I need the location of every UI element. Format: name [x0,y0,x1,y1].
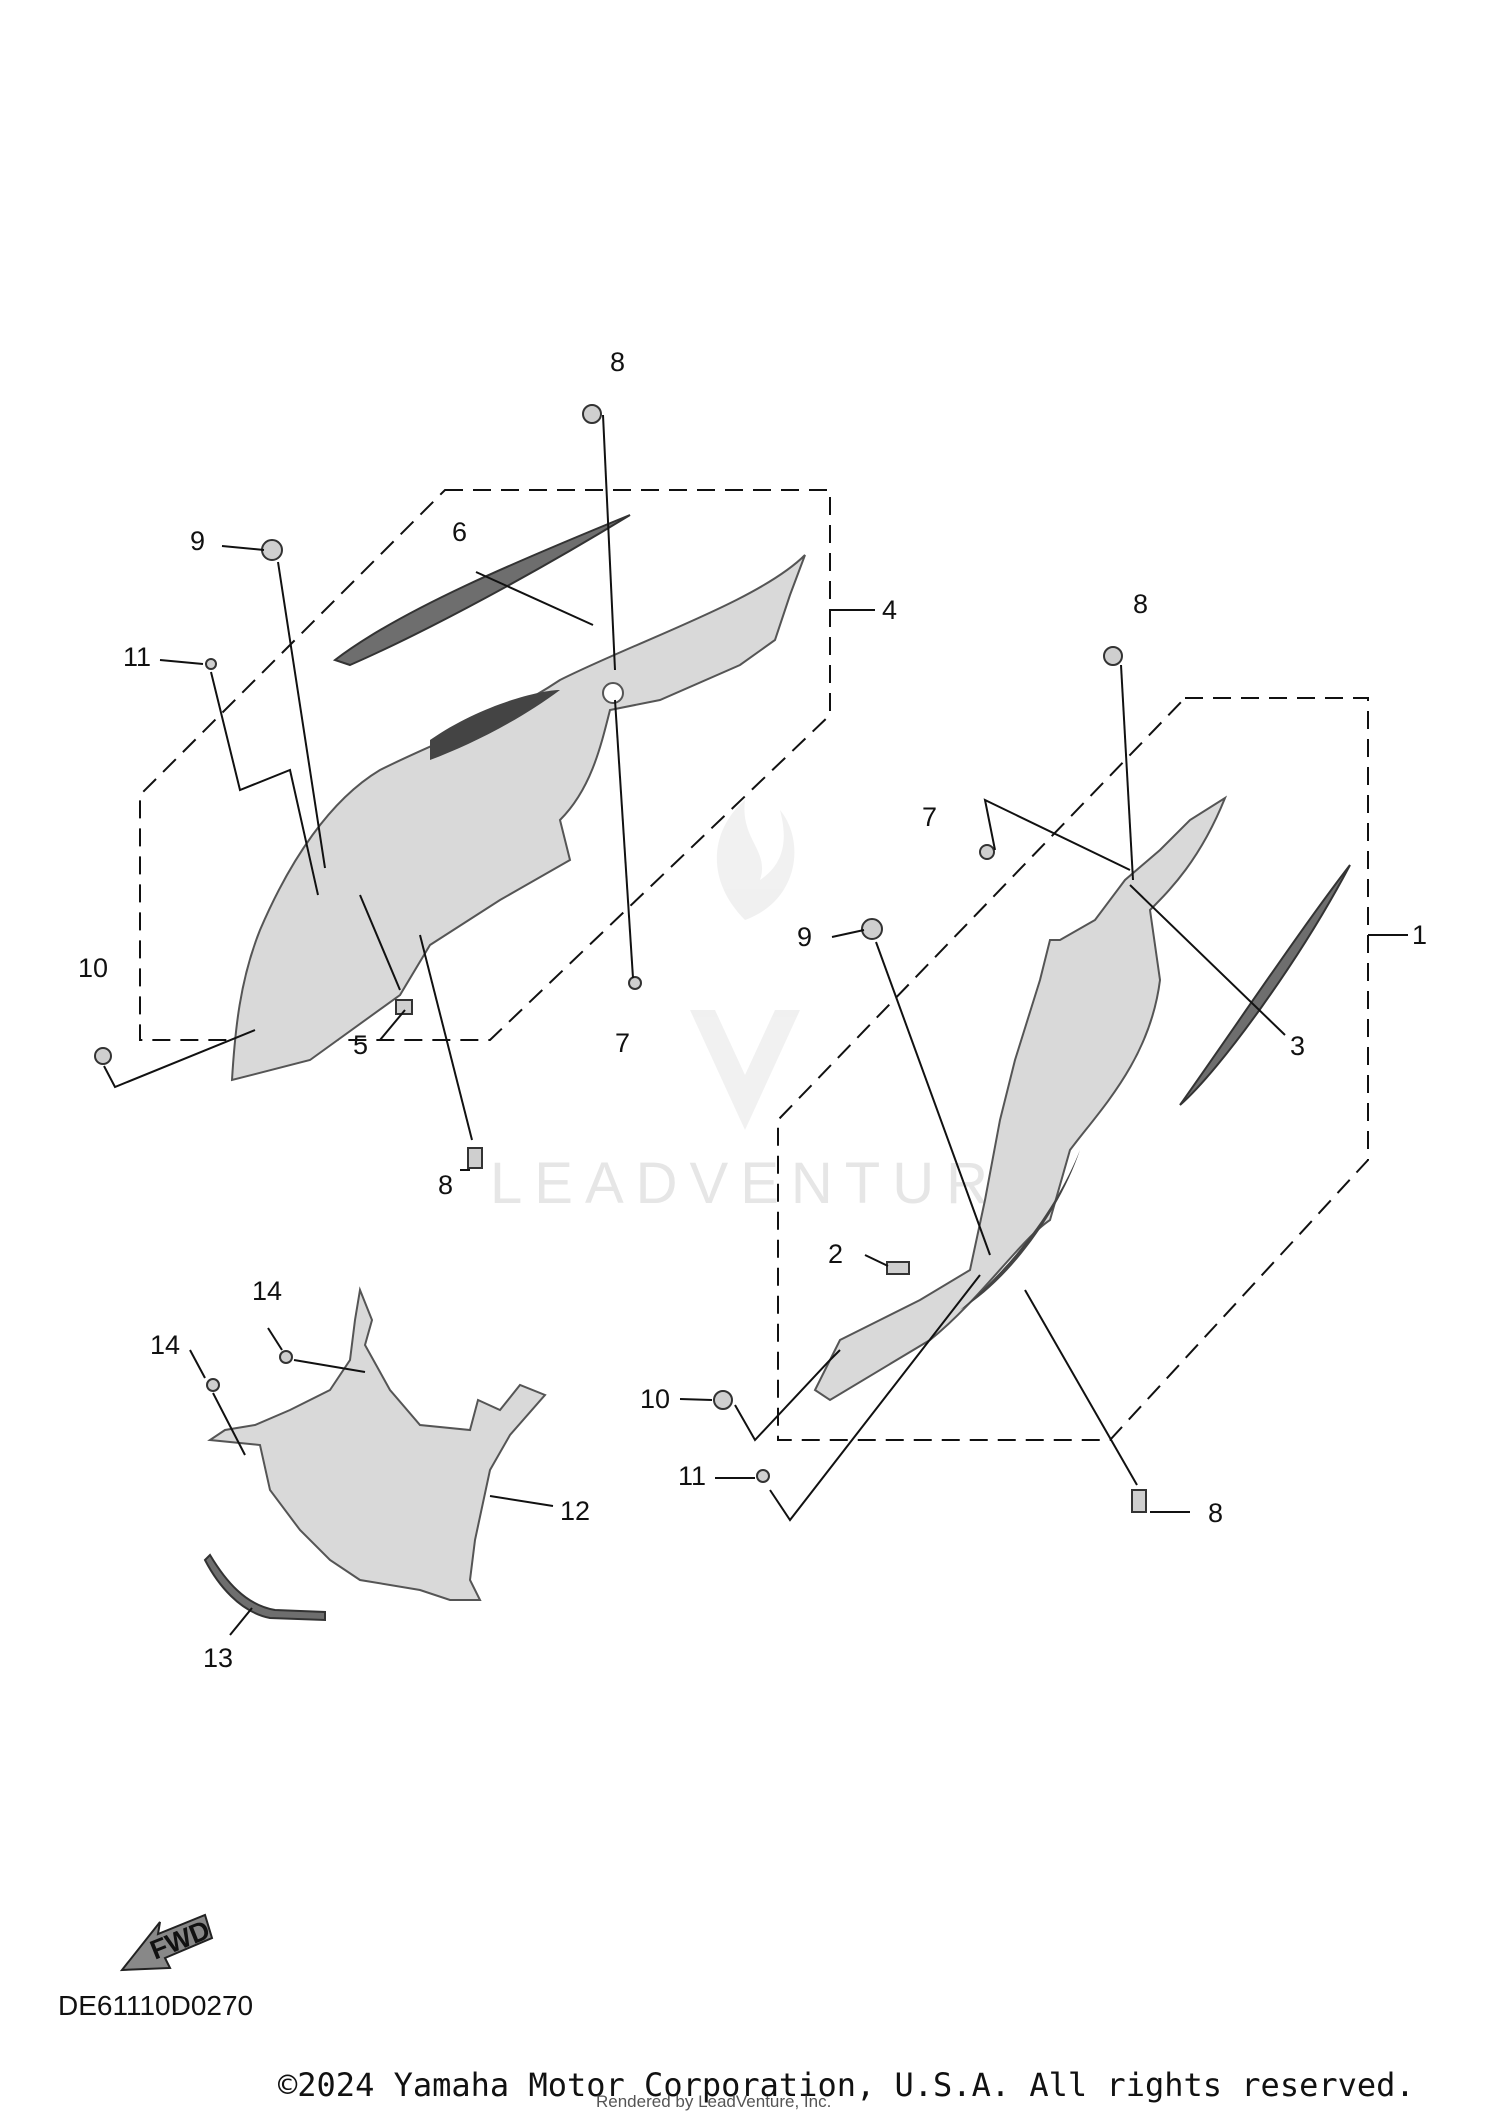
fwd-arrow-icon: FWD [119,1913,214,1972]
callout-10-right: 10 [640,1384,670,1414]
part-4-hole [602,682,624,704]
leadventure-watermark: LEADVENTURE [490,1151,1051,1216]
rivet-11-left [205,658,217,670]
callout-8-bottom-left: 8 [438,1170,453,1200]
callout-4: 4 [882,595,897,625]
fwd-label: FWD [146,1915,214,1966]
screw-14-right [279,1350,293,1364]
assembly-4-boundary [139,489,831,1041]
part-3-strip [1179,864,1351,1106]
callout-11-right: 11 [678,1461,706,1491]
leader-lines-left [103,414,875,1171]
part-4-side-cowling [230,554,806,1082]
callout-7-right: 7 [922,802,937,832]
callout-10-left: 10 [78,953,108,983]
part-6-strip [332,514,631,667]
callout-8-top-left: 8 [610,347,625,377]
callout-8-bottom-right: 8 [1208,1498,1223,1528]
callout-14-left: 14 [150,1330,180,1360]
assembly-1-boundary [777,697,1369,1441]
part-5-clip [395,999,413,1015]
diagram-code: DE61110D0270 [58,1990,254,2021]
screw-8-top-right [1103,646,1123,666]
callout-3: 3 [1290,1031,1305,1061]
screw-8-bottom-right [1131,1489,1147,1513]
copyright-notice: ©2024 Yamaha Motor Corporation, U.S.A. A… [278,2066,1415,2104]
callout-9-right: 9 [797,922,812,952]
leader-lines-right [679,664,1408,1522]
leadventure-logo-watermark [690,800,800,1130]
screw-9-left [261,539,283,561]
rivet-10-left [94,1047,112,1065]
callout-7-left: 7 [615,1028,630,1058]
callout-9-left: 9 [190,526,205,556]
rendered-by-credit: Rendered by LeadVenture, Inc. [596,2092,832,2111]
screw-9-right [861,918,883,940]
screw-8-top-left [582,404,602,424]
callout-11-left: 11 [123,642,151,672]
rivet-11-right [756,1469,770,1483]
screw-8-bottom-left [467,1147,483,1169]
callout-6: 6 [452,517,467,547]
nut-7-left [628,976,642,990]
callout-1: 1 [1412,920,1427,950]
callout-2: 2 [828,1239,843,1269]
part-2-clip [886,1261,910,1275]
callout-5: 5 [353,1030,368,1060]
part-1-side-cowling [813,795,1228,1402]
part-12-panel [207,1286,547,1601]
callout-8-top-right: 8 [1133,589,1148,619]
part-13-strip [203,1553,326,1622]
callout-13: 13 [203,1643,233,1673]
screw-14-left [206,1378,220,1392]
leader-lines-lower [189,1327,554,1636]
nut-7-right [979,844,995,860]
rivet-10-right [713,1390,733,1410]
part-4-shadow [430,690,560,760]
callout-14-top: 14 [252,1276,282,1306]
callout-labels: 1 2 3 4 5 6 7 7 8 8 8 8 9 9 10 10 11 11 … [78,347,1427,1673]
callout-12: 12 [560,1496,590,1526]
